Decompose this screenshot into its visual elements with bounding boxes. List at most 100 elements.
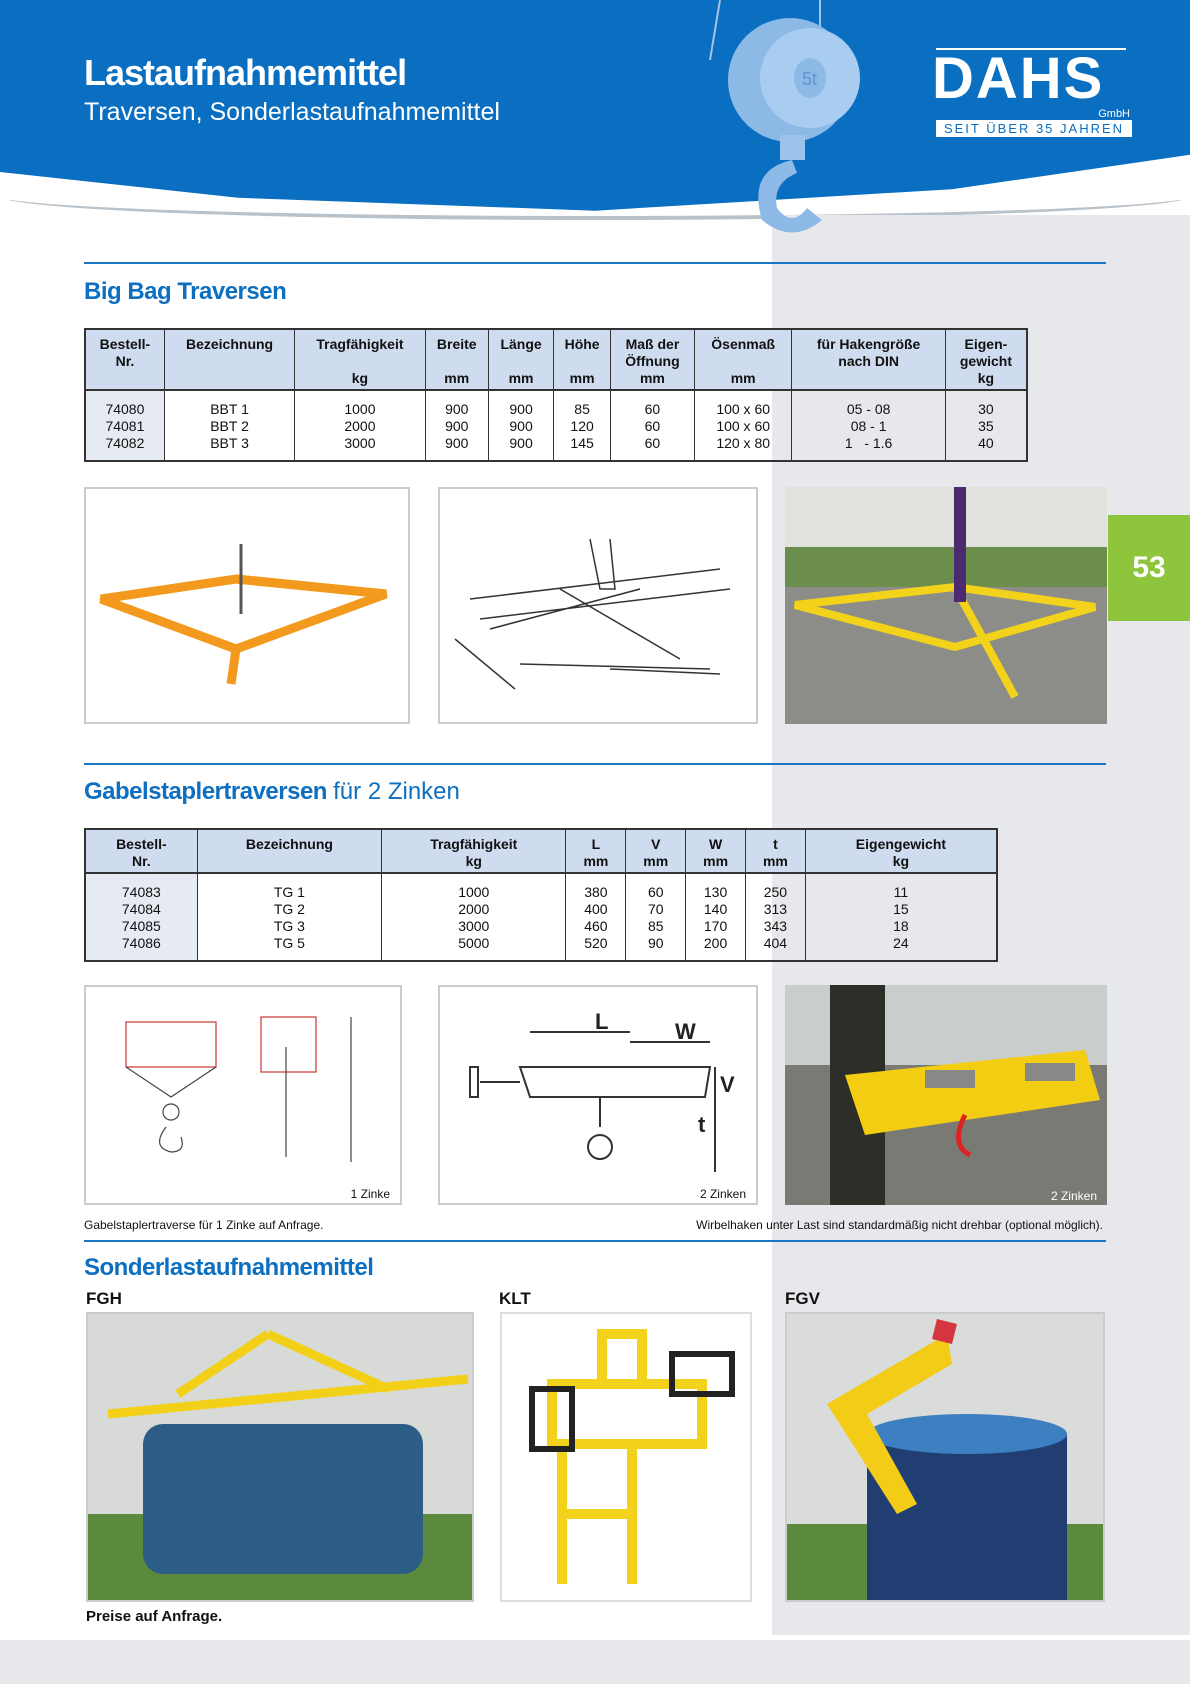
table-cell: 145 <box>553 435 611 461</box>
table-cell: 40 <box>944 435 1027 461</box>
table-cell: 18 <box>804 918 997 935</box>
column-header-line: mm <box>569 370 595 386</box>
table-cell: 74085 <box>84 918 198 935</box>
table-cell: 30 <box>944 390 1027 418</box>
table-cell: 900 <box>487 390 554 418</box>
diagram-label-t: t <box>698 1112 706 1137</box>
product-label-klt: KLT <box>499 1289 531 1308</box>
image-caption: 1 Zinke <box>350 1187 390 1201</box>
column-header-line: Maß der <box>625 336 680 352</box>
table-cell: 74082 <box>84 435 165 461</box>
section-title-forklift-suffix: für 2 Zinken <box>333 778 460 805</box>
logo-gmbh: GmbH <box>1098 108 1130 120</box>
column-header-line: Bestell- <box>99 336 151 352</box>
page-subtitle: Traversen, Sonderlastaufnahmemittel <box>84 98 500 126</box>
forklift-1-tine-drawing: 1 Zinke <box>84 985 402 1205</box>
diagram-label-l: L <box>595 1009 608 1034</box>
table-cell: 900 <box>424 418 489 435</box>
column-header-line <box>297 353 422 370</box>
logo-text: DAHS <box>932 46 1105 111</box>
table-cell: BBT 3 <box>163 435 295 461</box>
table-cell: 2000 <box>294 418 426 435</box>
table-cell: 100 x 60 <box>693 418 792 435</box>
column-header-line: kg <box>465 853 482 869</box>
column-header-line <box>167 353 292 370</box>
table-cell: TG 1 <box>196 873 382 901</box>
product-label-fgv: FGV <box>785 1289 820 1308</box>
column-header: Bezeichnung <box>163 329 295 391</box>
footer-band <box>0 1640 1190 1684</box>
table-cell: 60 <box>609 435 695 461</box>
table-cell: 1000 <box>381 873 566 901</box>
column-header-line: kg <box>977 370 995 386</box>
table-cell: 400 <box>565 901 626 918</box>
table-cell: 5000 <box>381 935 566 961</box>
column-header-line: Eigengewicht <box>855 836 947 852</box>
table-cell: 170 <box>685 918 746 935</box>
table-cell: 900 <box>424 390 489 418</box>
column-header-line: t <box>773 836 778 852</box>
image-caption: 2 Zinken <box>1050 1189 1097 1203</box>
klt-photo <box>500 1312 752 1602</box>
column-header-line <box>167 370 292 387</box>
table-cell: 15 <box>804 901 997 918</box>
column-header-line: kg <box>351 370 369 386</box>
table-cell: 05 - 08 <box>791 390 946 418</box>
column-header-line: Tragfähigkeit <box>316 336 404 352</box>
prices-note: Preise auf Anfrage. <box>86 1608 223 1625</box>
table-cell: TG 5 <box>196 935 382 961</box>
column-header: Länge mm <box>487 329 554 391</box>
table-cell: 404 <box>745 935 806 961</box>
table-cell: 380 <box>565 873 626 901</box>
logo-tagline: SEIT ÜBER 35 JAHREN <box>936 120 1132 137</box>
table-cell: TG 2 <box>196 901 382 918</box>
section-title-forklift-main: Gabelstaplertraversen <box>84 778 327 805</box>
table-cell: 74084 <box>84 901 198 918</box>
column-header-line <box>697 353 789 370</box>
table-cell: 74083 <box>84 873 198 901</box>
column-header-line: Bestell- <box>116 836 167 852</box>
diagram-label-w: W <box>675 1019 696 1044</box>
table-cell: 1000 <box>294 390 426 418</box>
table-cell: 120 <box>553 418 611 435</box>
table-cell: 08 - 1 <box>791 418 946 435</box>
table-cell: 60 <box>625 873 686 901</box>
product-label-fgh: FGH <box>86 1289 122 1308</box>
table-cell: 2000 <box>381 901 566 918</box>
section-divider <box>84 262 1106 264</box>
column-header-line: W <box>708 836 723 852</box>
column-header-line <box>428 353 486 370</box>
column-header-line: mm <box>639 370 665 386</box>
column-header-line: Öffnung <box>625 353 680 369</box>
table-cell: 24 <box>804 935 997 961</box>
section-title-forklift: Gabelstaplertraversen für 2 Zinken <box>84 778 460 806</box>
column-header-line: Höhe <box>564 336 600 352</box>
column-header-line: mm <box>762 853 788 869</box>
column-header: Tragfähigkeit kg <box>294 329 426 391</box>
page-number-tab: 53 <box>1108 515 1190 621</box>
table-cell: 85 <box>553 390 611 418</box>
column-header-line <box>794 370 943 387</box>
column-header-line <box>88 370 162 387</box>
column-header-line: mm <box>730 370 756 386</box>
table-cell: 85 <box>625 918 686 935</box>
column-header-line: Länge <box>500 336 542 352</box>
crane-hook-illustration: 5t <box>700 0 880 240</box>
section-title-special: Sonderlastaufnahmemittel <box>84 1254 374 1281</box>
table-cell: 1 - 1.6 <box>791 435 946 461</box>
column-header: Bestell-Nr. <box>84 329 165 391</box>
table-cell: 140 <box>685 901 746 918</box>
table-cell: 900 <box>487 418 554 435</box>
column-header-line: mm <box>444 370 470 386</box>
fgv-photo <box>785 1312 1105 1602</box>
table-cell: TG 3 <box>196 918 382 935</box>
column-header-line: nach DIN <box>838 353 899 369</box>
